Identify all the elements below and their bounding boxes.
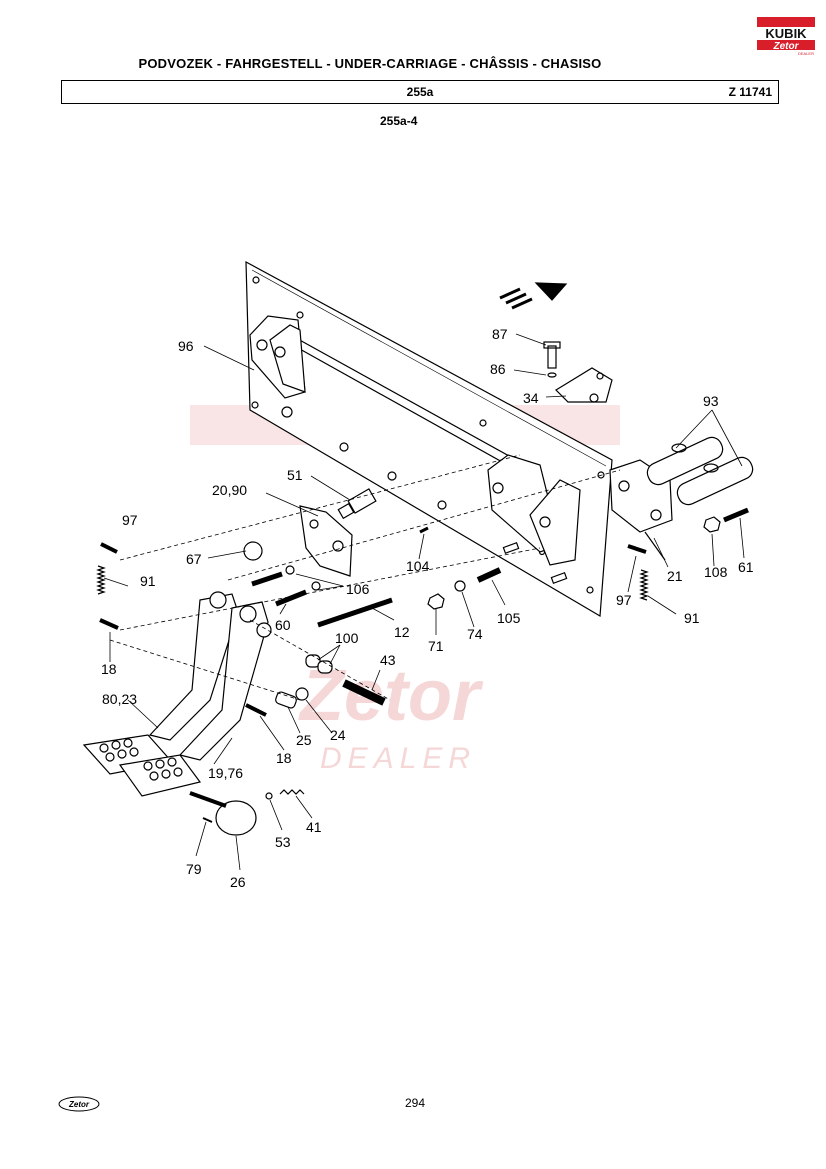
master-cylinders — [609, 436, 754, 533]
callout-61: 61 — [738, 559, 754, 575]
callout-43: 43 — [380, 652, 396, 668]
callout-12: 12 — [394, 624, 410, 640]
callout-25: 25 — [296, 732, 312, 748]
callout-18-right: 18 — [276, 750, 292, 766]
callout-34: 34 — [523, 390, 539, 406]
callout-86: 86 — [490, 361, 506, 377]
callout-91-right: 91 — [684, 610, 700, 626]
logo-zetor-text: Zetor — [773, 41, 800, 52]
callout-60: 60 — [275, 617, 291, 633]
callout-100: 100 — [335, 630, 359, 646]
header-box: 255a Z 11741 — [61, 80, 779, 104]
footer-zetor-logo: Zetor — [58, 1096, 100, 1112]
callout-80-23: 80,23 — [102, 691, 137, 707]
group-code: 255a — [406, 85, 434, 99]
callout-53: 53 — [275, 834, 291, 850]
figure-id: 255a-4 — [380, 114, 418, 128]
footer-logo-text: Zetor — [68, 1100, 90, 1109]
callout-108: 108 — [704, 564, 728, 580]
page-number: 294 — [405, 1096, 426, 1110]
callout-79: 79 — [186, 861, 202, 877]
callout-41: 41 — [306, 819, 322, 835]
callout-74: 74 — [467, 626, 483, 642]
watermark-dealer-text: DEALER — [320, 742, 476, 775]
callout-24: 24 — [330, 727, 346, 743]
callout-71: 71 — [428, 638, 444, 654]
logo-kubik-text: KUBIK — [765, 26, 807, 41]
switch-bracket — [299, 505, 353, 577]
logo-dealer-text: DEALER — [798, 51, 814, 56]
callout-26: 26 — [230, 874, 246, 890]
callout-19-76: 19,76 — [208, 765, 243, 781]
callout-21: 21 — [667, 568, 683, 584]
callout-labels: 96 87 86 34 93 51 20,90 97 67 91 106 104… — [101, 326, 754, 890]
callout-97-right: 97 — [616, 592, 632, 608]
callout-106: 106 — [346, 581, 370, 597]
callout-105: 105 — [497, 610, 521, 626]
callout-93: 93 — [703, 393, 719, 409]
pedal-pad-right — [118, 754, 202, 797]
kubik-zetor-logo: KUBIK Zetor DEALER — [757, 17, 815, 56]
callout-51: 51 — [287, 467, 303, 483]
pedal-assembly — [82, 591, 272, 797]
callout-96: 96 — [178, 338, 194, 354]
callout-67: 67 — [186, 551, 202, 567]
callout-20-90: 20,90 — [212, 482, 247, 498]
drawing-ref: Z 11741 — [728, 85, 772, 99]
callout-87: 87 — [492, 326, 508, 342]
page-title: PODVOZEK - FAHRGESTELL - UNDER-CARRIAGE … — [138, 56, 602, 71]
callout-18-left: 18 — [101, 661, 117, 677]
callout-97-left: 97 — [122, 512, 138, 528]
callout-91-left: 91 — [140, 573, 156, 589]
callout-104: 104 — [406, 558, 430, 574]
